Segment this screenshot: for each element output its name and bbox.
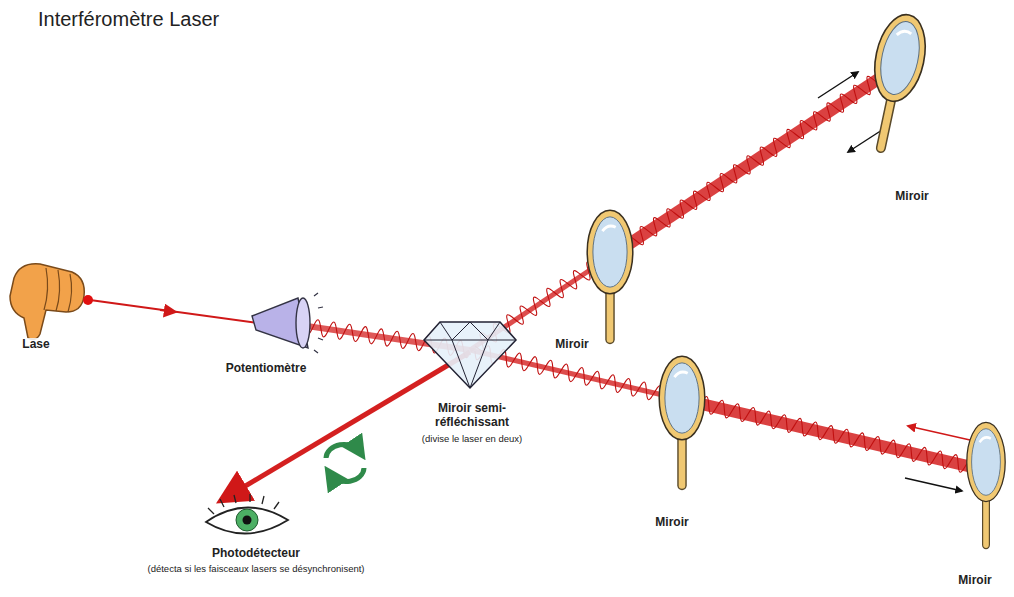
part-label: Miroir	[893, 190, 930, 204]
beam-splitter-part	[424, 322, 516, 388]
part-label: Miroir	[653, 516, 690, 530]
laser-beam	[470, 350, 680, 399]
mirrors-part	[587, 210, 633, 339]
potentiometer-cone-part	[296, 298, 310, 348]
laser-beams	[90, 68, 985, 500]
note-text: (détecta si les faisceaux lasers se désy…	[145, 564, 366, 575]
laser-beam	[680, 399, 985, 470]
beam-splitter-part	[424, 322, 516, 388]
diagram-title: Interféromètre Laser	[38, 8, 219, 31]
direction-arrows-part	[908, 426, 970, 440]
mirrors-part	[967, 422, 1005, 544]
sync-arrows	[326, 444, 364, 481]
laser-gun	[10, 264, 93, 340]
part-label: Miroir	[553, 338, 590, 352]
part-label: Potentiomètre	[224, 362, 309, 376]
laser-beam	[608, 68, 895, 258]
sync-arrows-part	[330, 468, 364, 482]
light-wave	[475, 68, 897, 351]
beam-arrow	[160, 310, 175, 312]
direction-arrows-part	[818, 72, 858, 98]
laser-gun-part	[83, 295, 93, 305]
photodetector-eye-part	[236, 509, 258, 531]
mirrors	[587, 10, 1005, 545]
laser-gun-part	[10, 264, 84, 340]
light-wave	[475, 346, 981, 476]
photodetector-eye	[206, 494, 288, 534]
note-text: (divise le laser en deux)	[420, 434, 524, 445]
part-label: Photodétecteur	[210, 547, 302, 561]
photodetector-eye-part	[243, 516, 252, 525]
part-label: Lase	[20, 338, 51, 352]
direction-arrows	[818, 72, 970, 491]
mirrors-part	[857, 10, 932, 153]
laser-beam	[90, 300, 258, 323]
sync-arrows-part	[326, 444, 360, 458]
part-label: Miroir semi-réfléchissant	[405, 402, 539, 430]
mirrors-part	[659, 356, 705, 485]
photodetector-eye-part	[208, 494, 279, 514]
photodetector-eye-part	[206, 507, 288, 533]
potentiometer-cone	[252, 293, 323, 353]
potentiometer-cone-part	[314, 293, 323, 353]
beam-splitter	[424, 322, 516, 388]
part-label: Miroir	[956, 574, 993, 588]
direction-arrows-part	[905, 478, 962, 491]
laser-gun-part	[44, 268, 72, 312]
